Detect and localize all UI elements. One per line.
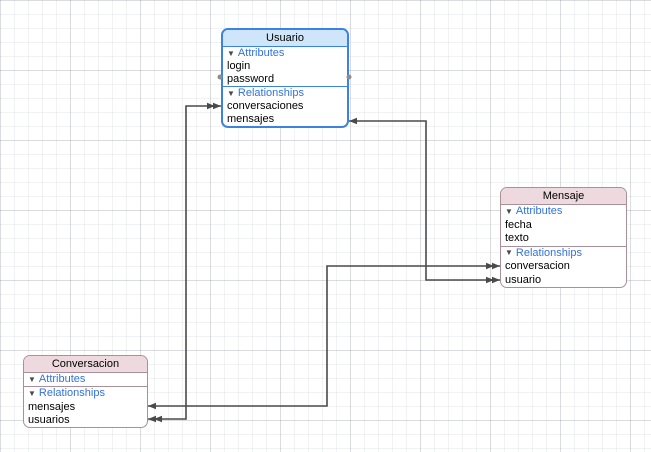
entity-conversacion[interactable]: Conversacion ▼ Attributes ▼ Relationship… (23, 355, 148, 428)
attributes-section-label: Attributes (515, 205, 563, 218)
attribute-row-login[interactable]: login (227, 60, 251, 72)
relationship-row-mensajes[interactable]: mensajes (28, 400, 76, 413)
usuario-relationships-section[interactable]: ▼ Relationships (223, 86, 347, 100)
attributes-section-label: Attributes (237, 47, 285, 59)
attribute-row-password[interactable]: password (227, 73, 275, 85)
relationship-row-usuario[interactable]: usuario (505, 273, 542, 286)
attribute-row-texto[interactable]: texto (505, 232, 529, 245)
disclosure-triangle-icon[interactable]: ▼ (28, 374, 36, 384)
connector-conversacion-mensaje[interactable] (148, 262, 500, 410)
relationships-section-label: Relationships (38, 387, 105, 400)
mensaje-attributes-section[interactable]: ▼ Attributes (501, 205, 626, 219)
attributes-section-label: Attributes (38, 373, 86, 386)
disclosure-triangle-icon[interactable]: ▼ (28, 388, 36, 398)
disclosure-triangle-icon[interactable]: ▼ (227, 88, 235, 98)
disclosure-triangle-icon[interactable]: ▼ (505, 248, 513, 258)
relationships-section-label: Relationships (237, 87, 304, 99)
conversacion-attributes-section[interactable]: ▼ Attributes (24, 373, 147, 386)
connector-usuario-conversacion[interactable] (148, 102, 221, 423)
relationship-row-usuarios[interactable]: usuarios (28, 413, 70, 426)
entity-mensaje-title[interactable]: Mensaje (501, 188, 626, 205)
relationships-section-label: Relationships (515, 246, 582, 259)
entity-usuario-title[interactable]: Usuario (223, 30, 347, 47)
entity-usuario[interactable]: Usuario ▼ Attributes login password ▼ Re… (221, 28, 349, 128)
entity-conversacion-title[interactable]: Conversacion (24, 356, 147, 373)
conversacion-relationships-section[interactable]: ▼ Relationships (24, 386, 147, 400)
relationship-row-mensajes[interactable]: mensajes (227, 113, 275, 125)
entity-mensaje[interactable]: Mensaje ▼ Attributes fecha texto ▼ Relat… (500, 187, 627, 288)
disclosure-triangle-icon[interactable]: ▼ (227, 48, 235, 58)
disclosure-triangle-icon[interactable]: ▼ (505, 206, 513, 216)
mensaje-relationships-section[interactable]: ▼ Relationships (501, 245, 626, 261)
connector-usuario-mensaje[interactable] (349, 117, 500, 284)
relationship-row-conversaciones[interactable]: conversaciones (227, 100, 304, 112)
usuario-attributes-section[interactable]: ▼ Attributes (223, 47, 347, 60)
attribute-row-fecha[interactable]: fecha (505, 218, 532, 231)
relationship-row-conversacion[interactable]: conversacion (505, 260, 570, 273)
